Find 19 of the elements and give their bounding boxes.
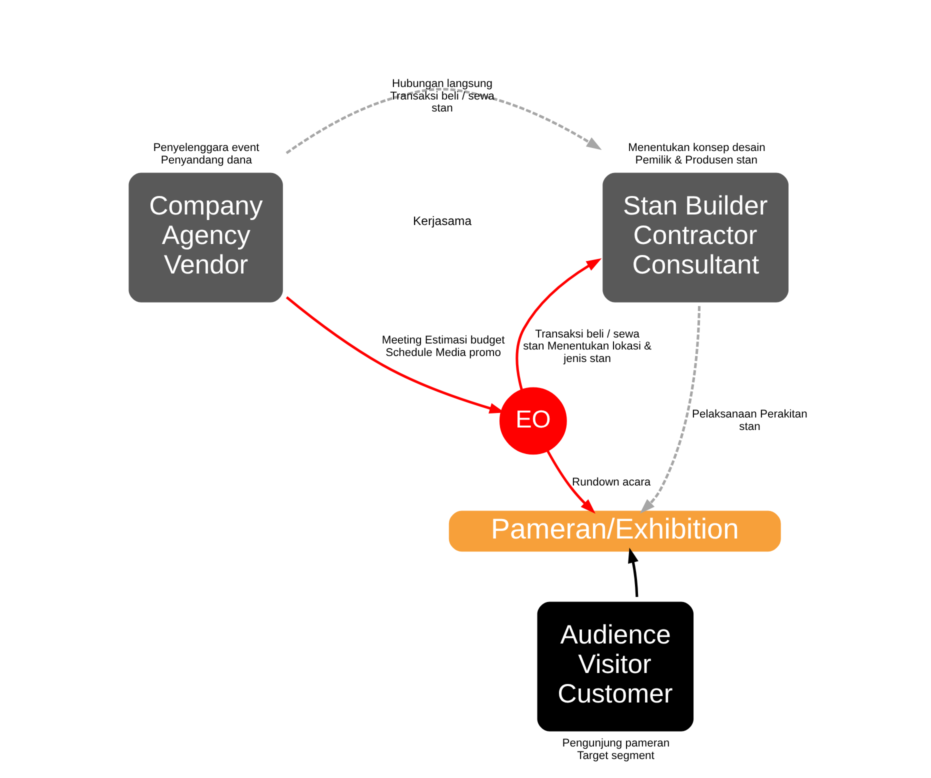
label: Kerjasama <box>412 214 472 228</box>
arrow <box>286 88 602 154</box>
node-label: Penyelenggara event Penyandang dana <box>153 142 260 166</box>
node-circle: EO <box>499 387 567 455</box>
node-box: Stan Builder Contractor Consultant <box>602 172 789 302</box>
arrow <box>640 306 701 514</box>
edge-label: Meeting Estimasi budget Schedule Media promo <box>382 334 505 359</box>
arrow <box>516 258 602 390</box>
node-box: Audience Visitor Customer <box>537 602 694 732</box>
edge-label: Transaksi beli / sewa stan Menentukan lokasi & jenis stan <box>523 328 652 365</box>
arrow <box>628 548 638 598</box>
edge-label: Rundown acara <box>572 476 651 489</box>
arrow <box>546 450 596 514</box>
edge-label: Pelaksanaan Perakitan stan <box>692 408 808 433</box>
node-box: Pameran/Exhibition <box>448 510 781 552</box>
node-box: Company Agency Vendor <box>128 172 283 302</box>
node-label: Menentukan konsep desain Pemilik & Produsen stan <box>628 142 766 166</box>
node-label: Pengunjung pameran Target segment <box>562 738 670 762</box>
edge-label: Hubungan langsung Transaksi beli / sewa stan <box>390 78 494 115</box>
